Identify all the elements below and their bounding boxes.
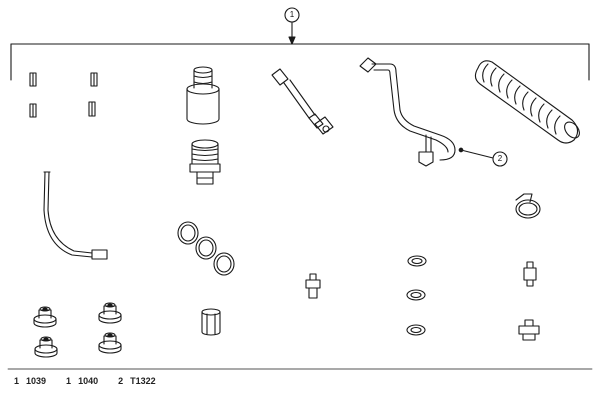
parts-ref-qty: 1 bbox=[14, 376, 20, 386]
parts-ref-item: 2 T1322 bbox=[118, 376, 156, 386]
callout-1-label: 1 bbox=[289, 10, 295, 19]
kit-bracket bbox=[10, 7, 590, 81]
parts-reference-list: 1 1039 1 1040 2 T1322 bbox=[14, 376, 156, 386]
union-fitting bbox=[518, 319, 540, 341]
brake-line bbox=[359, 57, 456, 167]
parts-ref-code: T1322 bbox=[130, 376, 156, 386]
parts-ref-item: 1 1039 bbox=[14, 376, 46, 386]
rubber-grommets bbox=[33, 302, 122, 358]
flex-hose bbox=[271, 68, 334, 135]
hose-clamp bbox=[515, 193, 541, 219]
roll-pins bbox=[29, 72, 98, 118]
parts-ref-qty: 2 bbox=[118, 376, 124, 386]
o-rings bbox=[177, 221, 235, 276]
callout-2-label: 2 bbox=[497, 154, 503, 163]
threaded-fitting bbox=[189, 139, 221, 185]
bleeder-fitting-center bbox=[305, 273, 321, 299]
callout-2-leader bbox=[458, 147, 508, 167]
parts-ref-item: 1 1040 bbox=[66, 376, 98, 386]
parts-ref-qty: 1 bbox=[66, 376, 72, 386]
parts-ref-code: 1039 bbox=[26, 376, 47, 386]
bent-tube bbox=[43, 171, 108, 260]
rubber-boot bbox=[474, 60, 580, 144]
washers bbox=[406, 255, 427, 336]
tube-nut-fitting bbox=[523, 261, 537, 287]
parts-ref-code: 1040 bbox=[78, 376, 99, 386]
hex-nut bbox=[201, 308, 221, 336]
hose-barb-adapter bbox=[186, 66, 220, 125]
